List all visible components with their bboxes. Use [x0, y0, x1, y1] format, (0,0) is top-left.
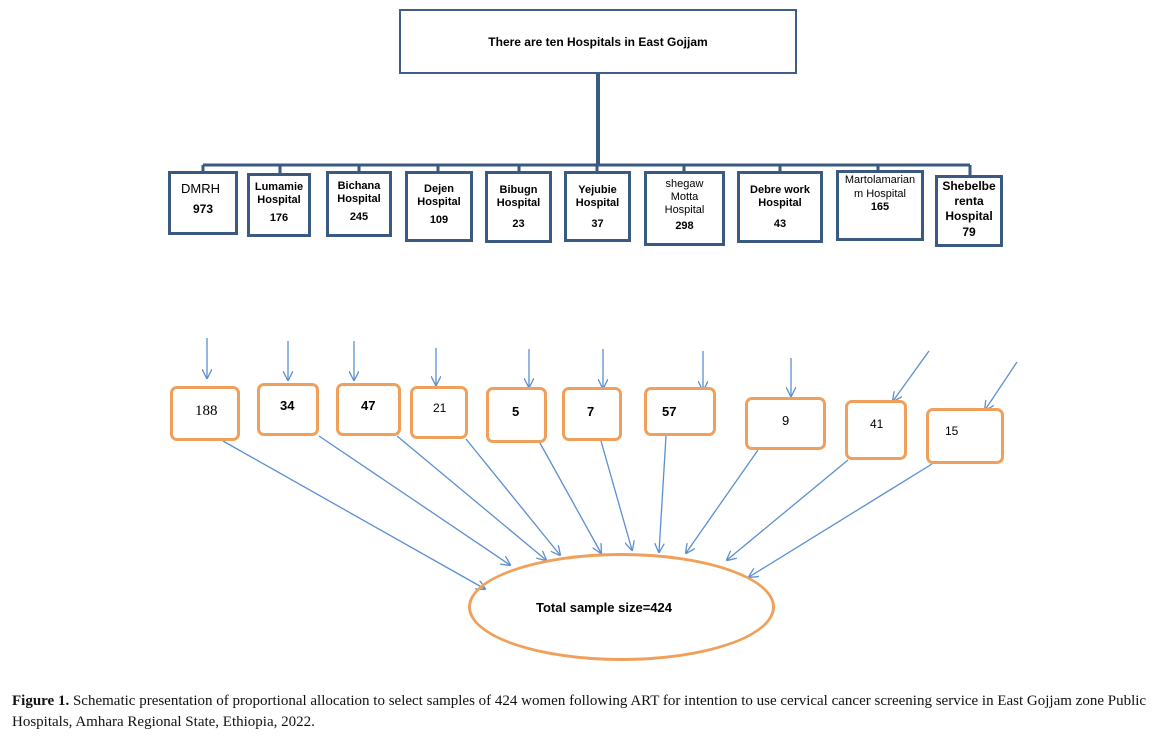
caption-text: Schematic presentation of proportional a… [12, 693, 1147, 730]
hospital-count: 37 [591, 218, 604, 230]
sample-box-bibugn: 5 [486, 387, 547, 443]
sample-box-shebelberenta: 15 [926, 408, 1004, 464]
hospital-count: 109 [429, 214, 449, 226]
hospital-box-bibugn: Bibugn Hospital 23 [485, 171, 552, 243]
hospital-box-shegaw-motta: shegaw Motta Hospital 298 [644, 171, 725, 246]
sample-value: 15 [945, 424, 959, 438]
sample-box-shegaw-motta: 57 [644, 387, 716, 436]
hospital-name: Dejen Hospital [417, 183, 461, 208]
hospital-name: Yejubie Hospital [575, 184, 620, 209]
hospital-name: DMRH [181, 181, 220, 196]
hospital-box-dejen: Dejen Hospital 109 [405, 171, 473, 242]
hospital-box-bichana: Bichana Hospital 245 [326, 171, 392, 237]
sample-box-yejubie: 7 [562, 387, 622, 441]
sample-value: 47 [361, 398, 376, 413]
root-box: There are ten Hospitals in East Gojjam [399, 9, 797, 74]
hospital-count: 79 [962, 225, 976, 239]
hospital-name: Shebelbe renta Hospital [942, 179, 996, 223]
converging-arrows [222, 435, 933, 589]
caption-label: Figure 1. [12, 693, 70, 709]
sample-value: 7 [587, 404, 595, 419]
hospital-name: Lumamie Hospital [254, 181, 304, 206]
hospital-box-dmrh: DMRH 973 [168, 171, 238, 235]
hospital-box-lumamie: Lumamie Hospital 176 [247, 173, 311, 237]
sample-box-lumamie: 34 [257, 383, 319, 436]
down-arrows [207, 338, 1018, 410]
sample-box-dmrh: 188 [170, 386, 240, 441]
hospital-count: 245 [349, 211, 369, 223]
sample-value: 57 [662, 404, 677, 419]
hospital-count: 973 [192, 202, 214, 216]
root-title: There are ten Hospitals in East Gojjam [488, 34, 708, 49]
hospital-count: 176 [269, 212, 289, 224]
hospital-name: Bibugn Hospital [496, 184, 541, 209]
sample-box-debre-work: 9 [745, 397, 826, 450]
sample-value: 41 [870, 417, 884, 431]
sample-value: 21 [433, 401, 447, 415]
sample-box-bichana: 47 [336, 383, 401, 436]
hospital-count: 43 [773, 218, 787, 230]
hospital-box-martolamariam: Martolamarian m Hospital 165 [836, 170, 924, 241]
sample-value: 9 [782, 413, 790, 428]
hospital-count: 23 [512, 218, 525, 230]
hospital-name: Martolamarian m Hospital [844, 174, 916, 200]
hospital-name: Debre work Hospital [750, 184, 810, 209]
hospital-count: 165 [870, 201, 890, 213]
sample-box-dejen: 21 [410, 386, 468, 439]
hospital-box-shebelberenta: Shebelbe renta Hospital 79 [935, 175, 1003, 247]
figure-caption: Figure 1. Schematic presentation of prop… [12, 691, 1162, 733]
sample-value: 5 [512, 404, 520, 419]
hospital-name: Bichana Hospital [337, 180, 381, 205]
hospital-name: shegaw Motta Hospital [664, 178, 705, 216]
tree-connectors [201, 74, 972, 176]
hospital-box-debre-work: Debre work Hospital 43 [737, 171, 823, 243]
sample-box-martolamariam: 41 [845, 400, 907, 460]
hospital-count: 298 [675, 220, 694, 232]
total-ellipse: Total sample size=424 [468, 553, 775, 661]
sample-value: 34 [280, 398, 295, 413]
sample-value: 188 [195, 403, 218, 419]
hospital-box-yejubie: Yejubie Hospital 37 [564, 171, 631, 242]
total-label: Total sample size=424 [536, 599, 672, 615]
